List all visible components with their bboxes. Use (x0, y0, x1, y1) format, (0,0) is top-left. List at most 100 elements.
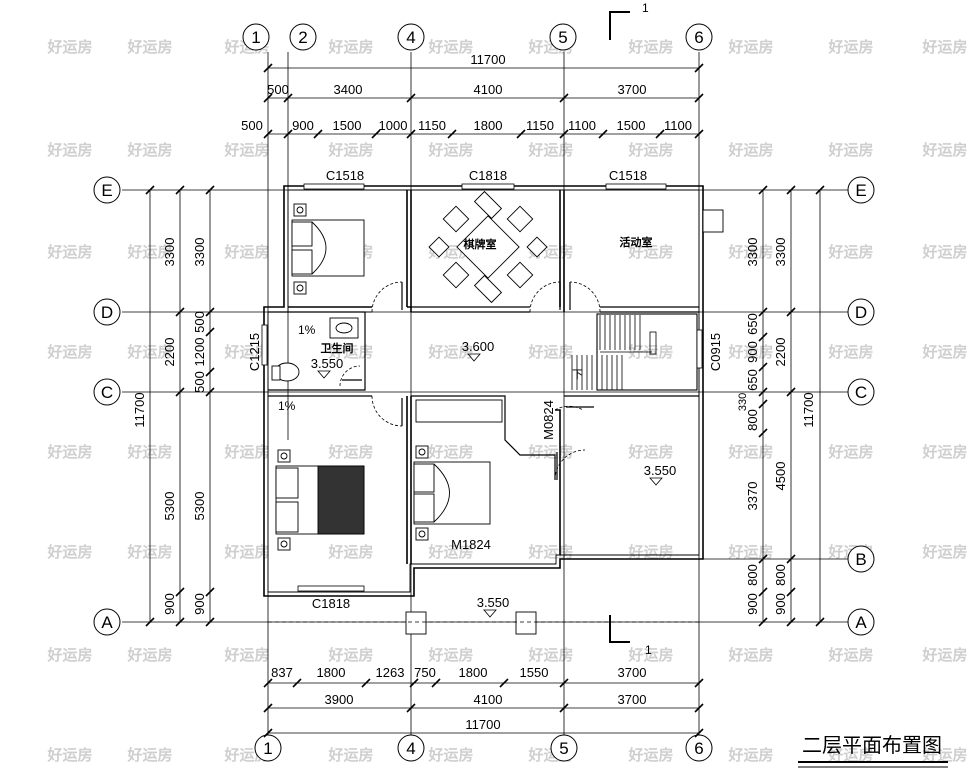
watermark-text: 好运房 (427, 746, 473, 764)
dim-bot-r1-0: 837 (271, 665, 293, 680)
dim-top-r3-6: 1150 (526, 118, 554, 133)
svg-text:4: 4 (406, 739, 415, 758)
top-dimensions: 11700 500 3400 4100 3700 500 900 1500 10… (241, 52, 692, 133)
watermark-text: 好运房 (126, 343, 172, 361)
watermark-text: 好运房 (46, 343, 92, 361)
watermark-text: 好运房 (827, 746, 873, 764)
slope-bath-b: 1% (278, 399, 296, 413)
watermark-text: 好运房 (327, 343, 373, 361)
watermark-text: 好运房 (126, 243, 172, 261)
watermark-text: 好运房 (46, 38, 92, 56)
watermark-text: 好运房 (46, 746, 92, 764)
dim-right-inner-4: 330 (737, 393, 749, 411)
watermark-text: 好运房 (327, 38, 373, 56)
watermark-text: 好运房 (527, 646, 573, 664)
watermark-text: 好运房 (921, 38, 967, 56)
dim-bot-r2-2: 3700 (618, 692, 647, 707)
dim-bot-r1-5: 1550 (520, 665, 549, 680)
dim-bot-r1-1: 1800 (317, 665, 346, 680)
svg-text:5: 5 (559, 739, 568, 758)
watermark-text: 好运房 (427, 38, 473, 56)
dim-right-inner-0: 3300 (745, 238, 760, 267)
svg-text:D: D (101, 303, 113, 322)
elev-bath: 3.550 (311, 356, 344, 371)
dim-right-outer-2: 4500 (773, 462, 788, 491)
watermark-text: 好运房 (427, 543, 473, 561)
watermark-text: 好运房 (827, 443, 873, 461)
watermark-text: 好运房 (627, 141, 673, 159)
axis-bubble-E-left: E (93, 176, 121, 204)
axis-bubble-6: 6 (685, 23, 713, 51)
watermark-text: 好运房 (46, 543, 92, 561)
stair-post (649, 331, 657, 355)
axis-bubble-D-left: D (93, 298, 121, 326)
watermark-text: 好运房 (527, 343, 573, 361)
right-dimensions: 11700 3300 2200 4500 800 900 3300 650 90… (737, 238, 816, 615)
dim-left-inner-0: 3300 (192, 238, 207, 267)
watermark-text: 好运房 (921, 543, 967, 561)
watermark-text: 好运房 (727, 543, 773, 561)
svg-text:C: C (101, 383, 113, 402)
dim-bot-r1-3: 750 (414, 665, 436, 680)
section-mark-bottom: 1 (645, 643, 652, 657)
dim-left-inner-2: 1200 (192, 338, 207, 367)
dim-right-inner-5: 800 (745, 409, 760, 431)
dim-left-outer-0: 3300 (162, 238, 177, 267)
elev-hall: 3.600 (462, 339, 495, 354)
section-mark-top: 1 (642, 1, 649, 15)
elev-porch: 3.550 (477, 595, 510, 610)
watermark-text: 好运房 (921, 243, 967, 261)
watermark-text: 好运房 (727, 746, 773, 764)
dim-left-inner-4: 5300 (192, 492, 207, 521)
axis-bubble-A-left: A (93, 608, 121, 636)
watermark-text: 好运房 (627, 243, 673, 261)
axis-bubble-1-bottom: 1 (254, 734, 282, 762)
watermark-text: 好运房 (126, 646, 172, 664)
dimension-lines (145, 63, 825, 738)
watermark-layer: 好运房好运房好运房好运房好运房好运房好运房好运房好运房好运房好运房好运房好运房好… (46, 38, 967, 764)
dim-left-outer-3: 900 (162, 593, 177, 615)
stair-down-label: 下 (572, 369, 583, 381)
window-c1818-bottom: C1818 (312, 596, 350, 611)
watermark-text: 好运房 (527, 543, 573, 561)
svg-text:D: D (855, 303, 867, 322)
svg-text:1: 1 (251, 28, 260, 47)
svg-text:4: 4 (406, 28, 415, 47)
dim-bot-r2-1: 4100 (474, 692, 503, 707)
svg-text:A: A (855, 613, 867, 632)
dim-top-r2-0: 500 (267, 82, 289, 97)
watermark-text: 好运房 (223, 243, 269, 261)
door-m0824: M0824 (541, 400, 556, 440)
watermark-text: 好运房 (327, 443, 373, 461)
watermark-text: 好运房 (727, 38, 773, 56)
svg-text:C: C (855, 383, 867, 402)
watermark-text: 好运房 (327, 141, 373, 159)
watermark-text: 好运房 (223, 141, 269, 159)
furniture (271, 190, 724, 635)
dim-right-outer-0: 3300 (773, 238, 788, 267)
axis-bubble-B-right: B (847, 545, 875, 573)
svg-text:B: B (855, 550, 866, 569)
slope-bath-a: 1% (298, 323, 316, 337)
axis-bubble-1: 1 (242, 23, 270, 51)
dim-left-outer-1: 2200 (162, 338, 177, 367)
dim-top-r2-3: 3700 (618, 82, 647, 97)
watermark-text: 好运房 (427, 141, 473, 159)
watermark-text: 好运房 (727, 343, 773, 361)
watermark-text: 好运房 (827, 141, 873, 159)
axis-bubble-E-right: E (847, 176, 875, 204)
room-activity: 活动室 (620, 235, 653, 249)
dim-left-outer-2: 5300 (162, 492, 177, 521)
dim-top-r2-1: 3400 (334, 82, 363, 97)
watermark-text: 好运房 (627, 746, 673, 764)
watermark-text: 好运房 (327, 646, 373, 664)
window-c1518-left: C1518 (326, 168, 364, 183)
windows-graphics (261, 183, 703, 592)
dim-right-inner-3: 650 (745, 369, 760, 391)
watermark-text: 好运房 (827, 38, 873, 56)
room-bathroom: 卫生间 (321, 341, 354, 355)
watermark-text: 好运房 (627, 38, 673, 56)
svg-text:6: 6 (694, 28, 703, 47)
axis-bubble-5-bottom: 5 (550, 734, 578, 762)
watermark-text: 好运房 (921, 343, 967, 361)
